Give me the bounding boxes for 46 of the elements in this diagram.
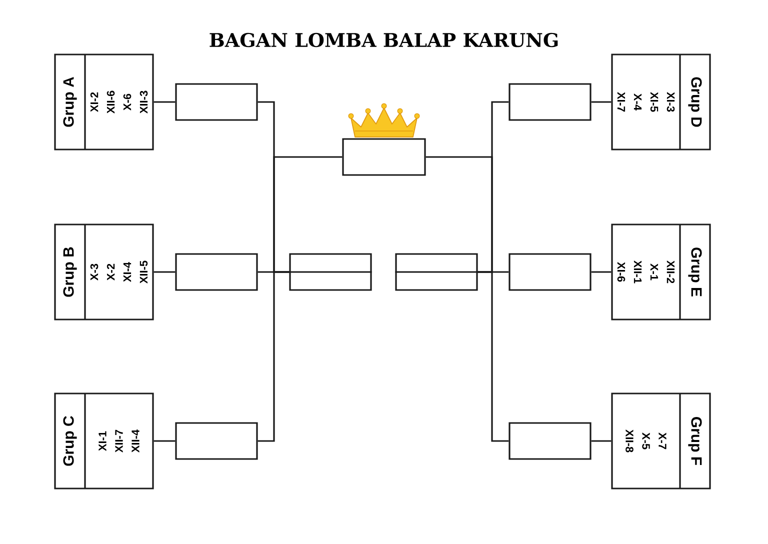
group-label: Grup F [688, 417, 702, 466]
connector-line [591, 440, 612, 442]
blank-box [175, 422, 258, 460]
team-name: XII-5 [140, 260, 148, 284]
team-name: XI-2 [90, 92, 98, 112]
team-name: XI-3 [666, 92, 675, 112]
team-name: XII-1 [634, 260, 642, 284]
blank-box [289, 253, 372, 291]
blank-box [395, 253, 478, 291]
team-name: X-2 [106, 264, 115, 280]
team-name: XI-6 [617, 262, 626, 282]
group-label: Grup B [63, 247, 77, 297]
team-name: XII-7 [115, 430, 123, 453]
group-label: Grup C [63, 416, 77, 466]
team-name: XI-1 [98, 431, 106, 451]
team-name: XII-4 [132, 429, 140, 453]
group-label: Grup E [688, 248, 702, 296]
team-name: X-3 [90, 264, 98, 280]
group-label: Grup D [688, 77, 702, 127]
team-name: X-6 [123, 94, 132, 110]
team-name: XI-7 [617, 92, 626, 112]
team-name: XII-3 [140, 90, 148, 114]
blank-box [175, 253, 258, 291]
team-name: X-5 [642, 432, 650, 450]
blank-box [508, 253, 592, 291]
connector-line [154, 101, 176, 103]
blank-box [508, 422, 592, 460]
title: BAGAN LOMBA BALAP KARUNG [210, 32, 558, 48]
team-name: XI-4 [123, 262, 132, 282]
team-name: XII-2 [666, 260, 675, 284]
connector-line [273, 156, 372, 273]
team-name: X-1 [650, 264, 658, 280]
team-name: X-7 [658, 432, 666, 450]
team-name: X-4 [634, 94, 642, 110]
blank-box [508, 83, 592, 121]
group-label: Grup A [63, 77, 77, 127]
team-name: XII-8 [626, 429, 634, 452]
connector-line [591, 271, 612, 273]
connector-line [154, 440, 176, 442]
connector-line [395, 156, 493, 273]
connector-line [154, 271, 176, 273]
blank-box [342, 138, 426, 176]
blank-box [175, 83, 258, 121]
team-name: XI-5 [650, 92, 658, 112]
connector-line [591, 101, 612, 103]
team-name: XII-6 [106, 90, 115, 114]
